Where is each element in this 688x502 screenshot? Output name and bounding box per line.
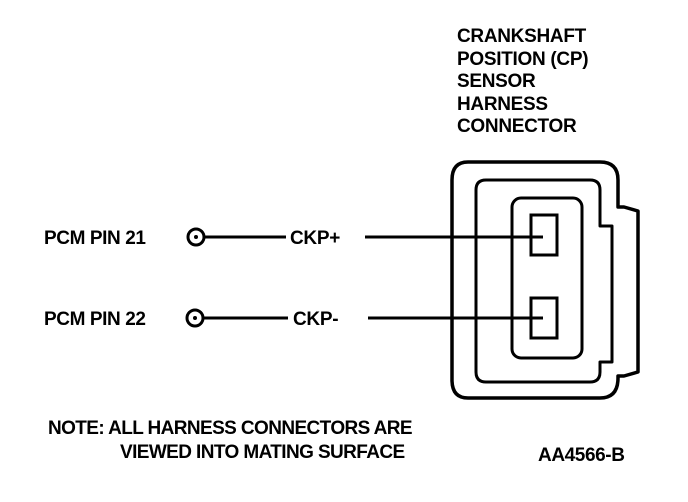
mating-surface-frame xyxy=(510,196,584,360)
connector-title-line: CONNECTOR xyxy=(457,116,577,137)
connector-title-line: POSITION (CP) xyxy=(457,48,589,70)
figure-id: AA4566-B xyxy=(538,445,625,466)
pcm-pin-22-label: PCM PIN 22 xyxy=(44,309,146,330)
connector-title: CRANKSHAFT POSITION (CP) SENSOR HARNESS … xyxy=(457,26,589,139)
pcm-pin-21-terminal-dot xyxy=(194,235,198,239)
connector-title-line: CRANKSHAFT xyxy=(457,26,586,47)
ckp-minus-label: CKP- xyxy=(293,309,339,330)
connector-housing-inner xyxy=(474,178,614,384)
note-line-1: NOTE: ALL HARNESS CONNECTORS ARE xyxy=(48,418,413,439)
connector-housing-outer xyxy=(450,160,640,400)
connector-title-line: SENSOR xyxy=(457,71,536,92)
pcm-pin-21-label: PCM PIN 21 xyxy=(44,228,146,249)
pcm-pin-22-terminal-dot xyxy=(193,316,197,320)
terminal-cavity-ckp-plus xyxy=(529,213,559,257)
ckp-plus-label: CKP+ xyxy=(290,228,341,249)
note-line-2: VIEWED INTO MATING SURFACE xyxy=(120,442,405,463)
connector-title-line: HARNESS xyxy=(457,93,548,115)
